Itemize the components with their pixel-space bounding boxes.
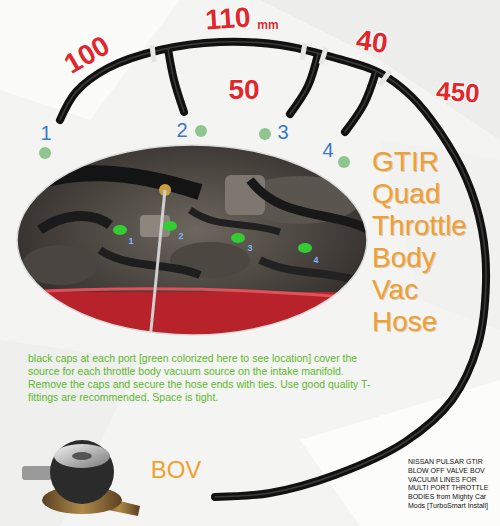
engine-photo-part-part [100, 250, 200, 275]
hose-path [60, 42, 486, 497]
install-note: black caps at each port [green colorized… [28, 352, 378, 405]
blow-off-valve-part [72, 452, 92, 460]
hose-highlight [168, 49, 184, 112]
part-name: BOV [151, 458, 202, 482]
engine-photo-part-part [40, 216, 110, 230]
engine-photo-part-part [163, 221, 177, 231]
hose-length: 50 [228, 76, 259, 104]
photo-port-number: 1 [128, 237, 133, 246]
engine-photo-part-part [150, 190, 165, 340]
blow-off-valve [22, 440, 140, 516]
hose-ties [152, 43, 390, 85]
photo-port-number: 2 [178, 232, 183, 241]
engine-photo-part-part [260, 260, 355, 280]
hose-ties-part [321, 48, 326, 64]
port-number: 3 [277, 122, 288, 142]
blow-off-valve-part [54, 444, 110, 468]
engine-photo-part-part [10, 289, 380, 300]
engine-photo [10, 140, 380, 342]
caption-note: NISSAN PULSAR GTIR BLOW OFF VALVE BOV VA… [408, 458, 496, 511]
engine-photo-part-part [190, 210, 280, 232]
hose-highlight [60, 42, 486, 497]
port-dots-part [338, 156, 350, 168]
photo-port-number: 4 [313, 256, 318, 265]
engine-photo-part [10, 140, 380, 342]
hose-length: 110 [204, 3, 251, 34]
port-dots-part [39, 147, 51, 159]
port-dots [39, 125, 350, 168]
hose-path [345, 72, 376, 132]
engine-photo-part-part [22, 245, 98, 285]
hose-ties-part [380, 71, 390, 85]
hose-path [168, 49, 184, 112]
hose-length: 40 [355, 26, 390, 58]
hose-path [290, 54, 318, 114]
engine-photo-part-part [298, 243, 312, 253]
engine-photo-part [17, 145, 367, 335]
port-number: 2 [176, 120, 187, 140]
length-unit: mm [257, 19, 278, 31]
diagram-title: GTIR Quad Throttle Body Vac Hose [372, 146, 467, 338]
hose-length: 450 [435, 78, 480, 107]
blow-off-valve-part [50, 440, 114, 504]
engine-photo-part-part [15, 173, 200, 192]
hose-highlight [290, 54, 318, 114]
paper-ground-part [300, 380, 500, 526]
hose-ties-part [302, 43, 305, 60]
vacuum-hose [60, 42, 486, 497]
paper-ground-part [0, 0, 180, 120]
photo-port-number: 3 [247, 244, 252, 253]
engine-photo-part-part [250, 180, 370, 230]
engine-photo-part-part [231, 233, 245, 243]
port-number: 4 [322, 140, 333, 160]
hose-ties-part [152, 45, 154, 62]
engine-photo-part-part [113, 225, 127, 235]
hose-highlight [345, 72, 376, 132]
port-dots-part [195, 125, 207, 137]
port-number: 1 [40, 123, 51, 143]
blow-off-valve-part [22, 466, 52, 480]
port-dots-part [259, 128, 271, 140]
